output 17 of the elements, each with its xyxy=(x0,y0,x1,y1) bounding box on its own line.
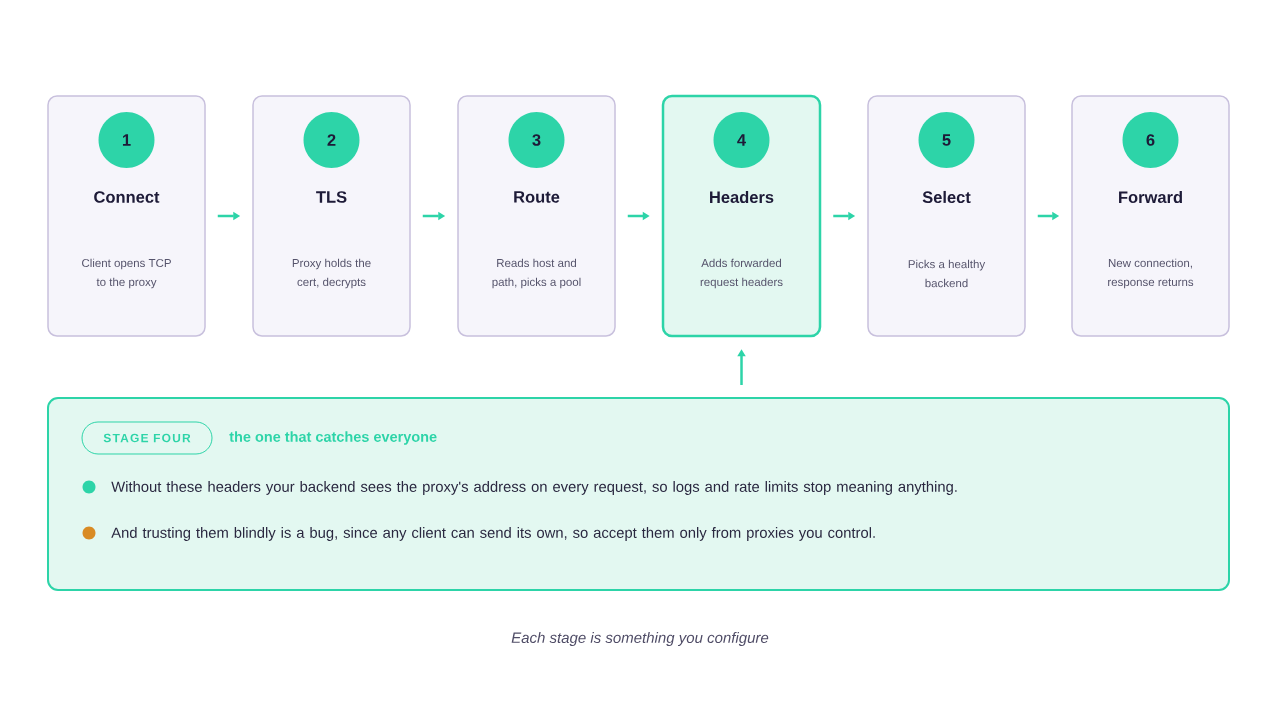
card-title: TLS xyxy=(316,191,347,203)
card-description: Adds forwarded request headers xyxy=(700,258,783,289)
bullet-text: And trusting them blindly is a bug, since any client can send its own, so accept them only from proxies you control. xyxy=(111,527,875,541)
card-title: Route xyxy=(514,191,560,203)
card-description: Proxy holds the cert, decrypts xyxy=(292,258,371,289)
card-description: Client opens TCP to the proxy xyxy=(82,258,171,289)
stage-tag: STAGE FOUR xyxy=(81,421,213,455)
card-description: Reads host and path, picks a pool xyxy=(492,258,581,289)
card-title: Headers xyxy=(710,190,774,204)
panel-heading: the one that catches everyone xyxy=(229,431,437,445)
card-title: Select xyxy=(922,190,971,204)
bullet-text: Without these headers your backend sees the proxy's address on every request, so logs and rate limits stop meaning anything. xyxy=(111,481,957,495)
card-description: Picks a healthy backend xyxy=(908,259,986,288)
card-title: Forward xyxy=(1119,190,1182,204)
card-title: Connect xyxy=(94,191,160,203)
caption: Each stage is something you configure xyxy=(511,632,769,646)
card-description: New connection, response returns xyxy=(1108,258,1194,289)
